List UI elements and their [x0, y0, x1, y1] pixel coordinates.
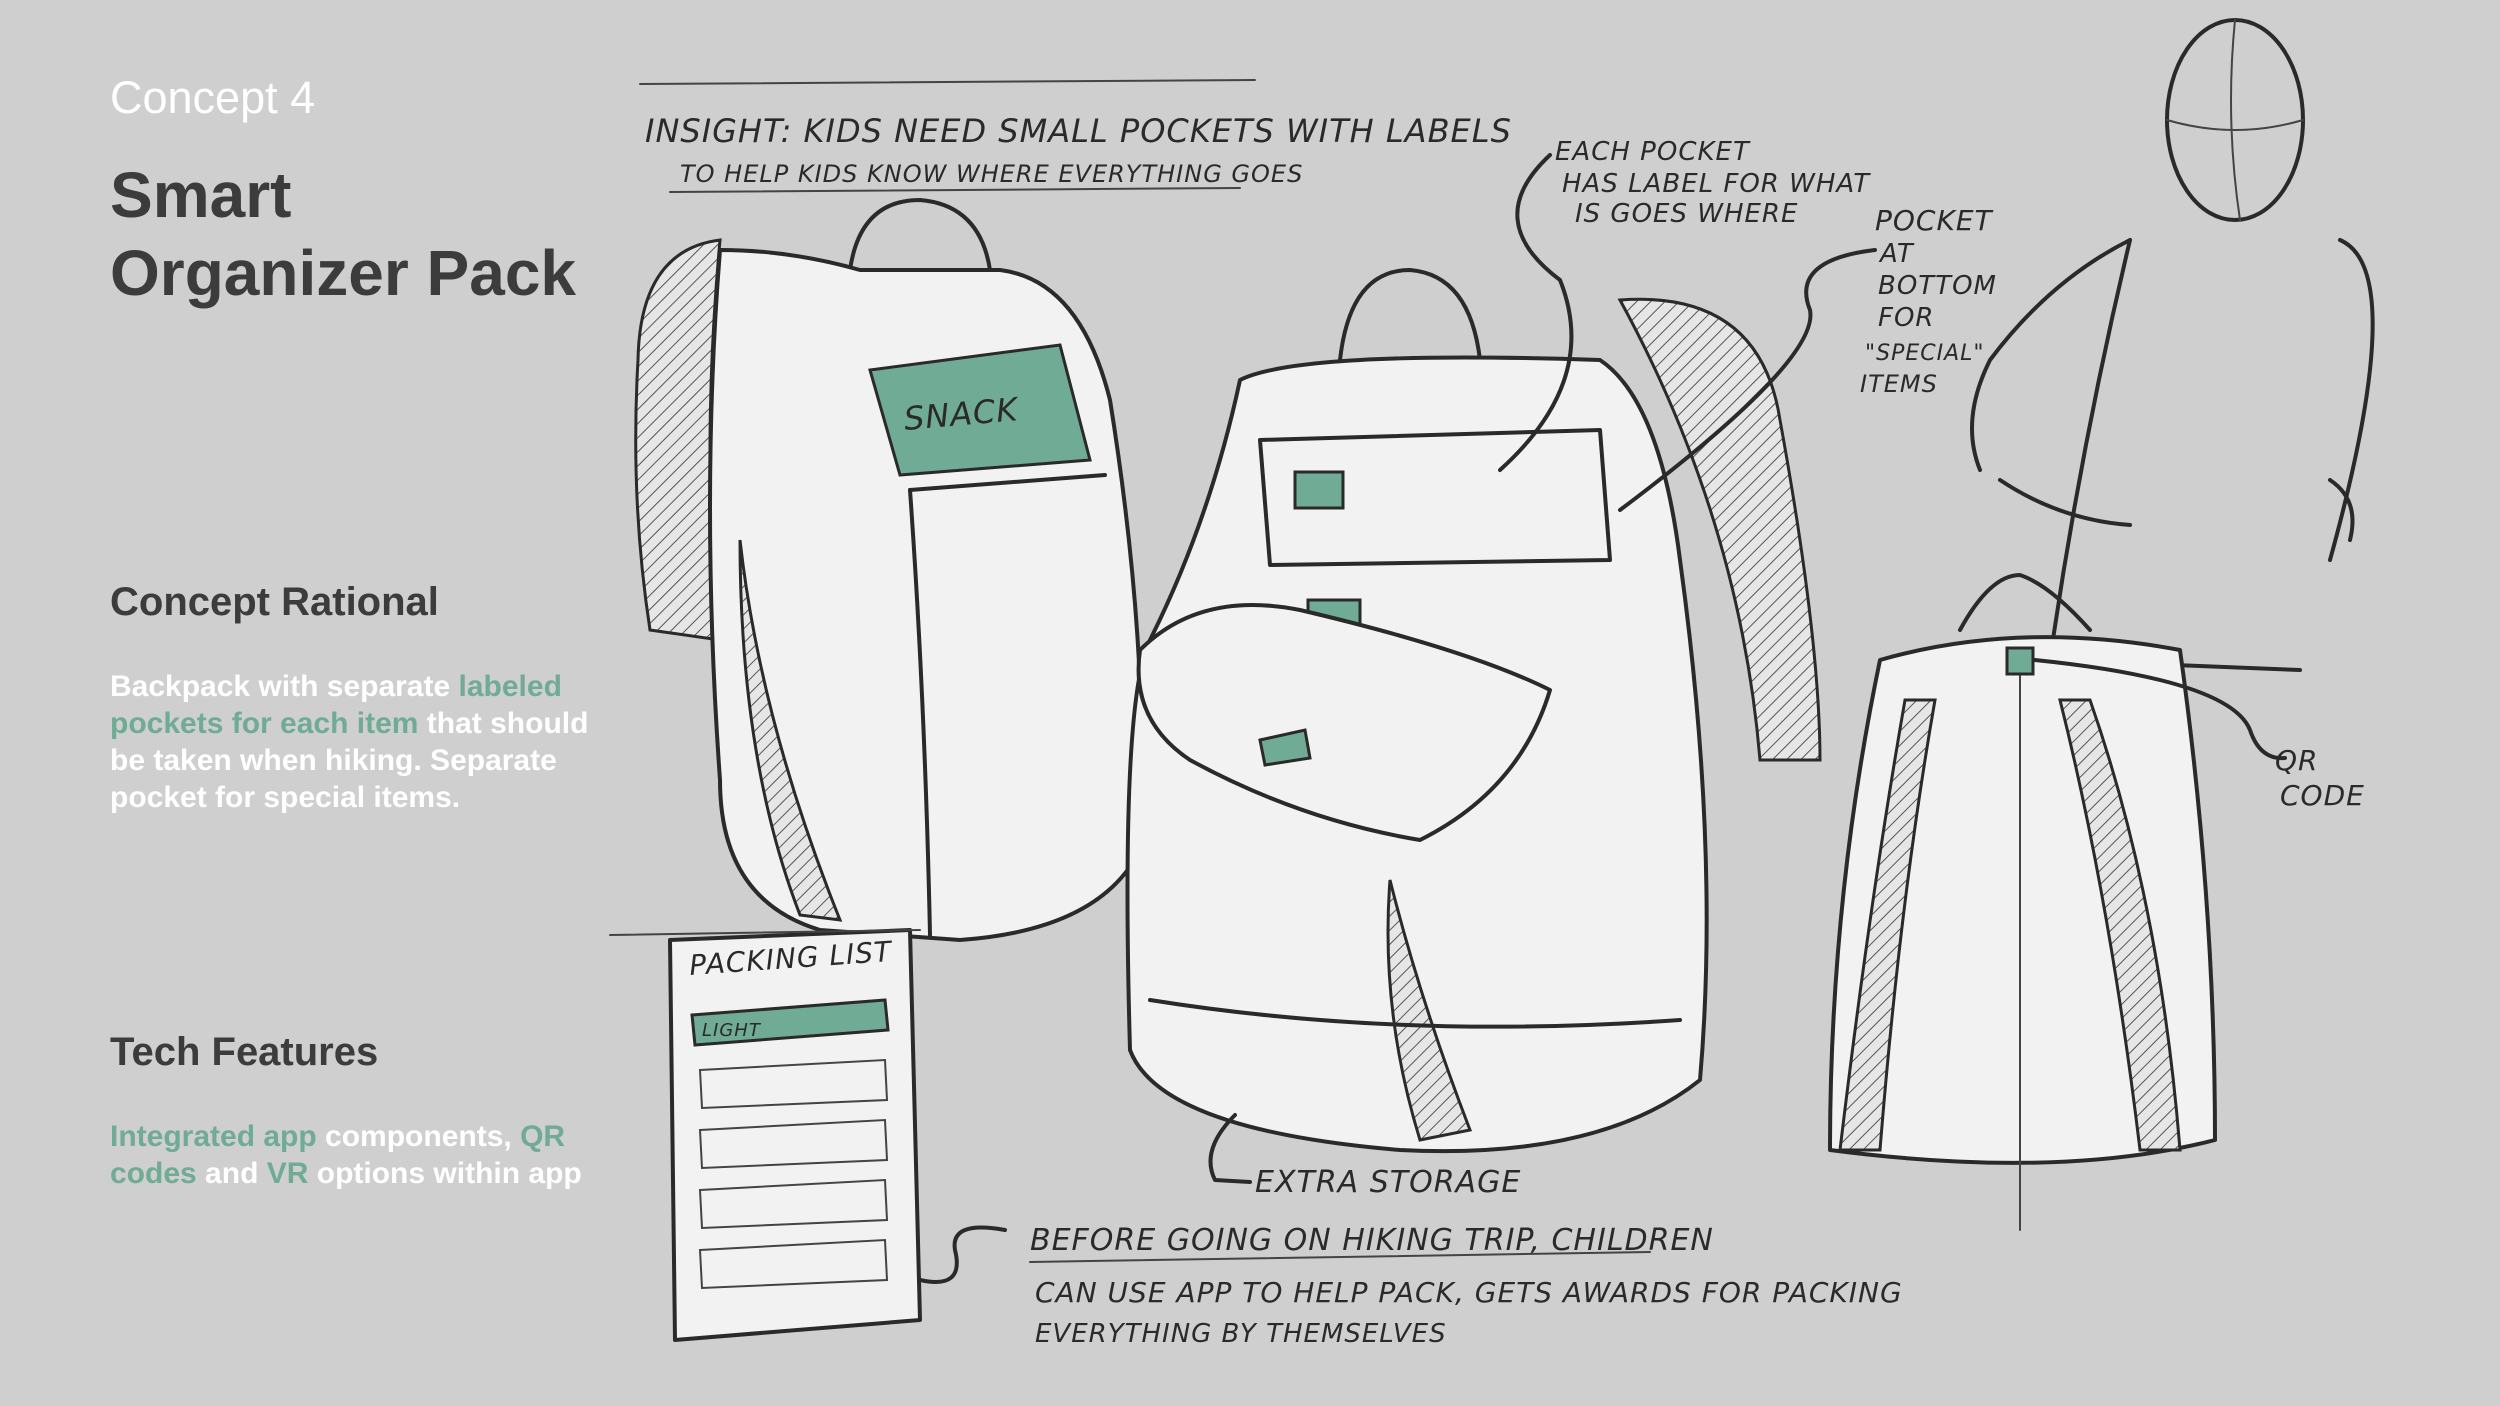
flap-tag [1258, 728, 1312, 767]
each-pocket-line-2: HAS LABEL FOR WHAT [1562, 169, 1871, 199]
kid-figure [1970, 18, 2375, 672]
figure-body [1970, 238, 2375, 672]
left-strap [634, 238, 722, 642]
side-shade [738, 539, 843, 922]
extra-storage-label: EXTRA STORAGE [1255, 1165, 1521, 1200]
title-line-2: Organizer Pack [110, 237, 576, 309]
rational-part-2: that should be taken when hiking. Separa… [110, 707, 589, 814]
figure-arms [1998, 478, 2355, 542]
phone-screen [668, 928, 922, 1342]
open-pack-handle [1338, 268, 1482, 362]
extra-storage-arrow [1208, 1113, 1252, 1184]
before-line-3: EVERYTHING BY THEMSELVES [1035, 1319, 1447, 1349]
back-right-strap [2058, 698, 2182, 1152]
qr-code-patch [2005, 646, 2035, 676]
pocket-seam [908, 488, 932, 937]
bottom-seam [1148, 998, 1682, 1029]
title-line-1: Smart [110, 159, 292, 231]
pocket-bottom-line-2: AT [1878, 239, 1915, 269]
open-flap [1136, 603, 1552, 842]
back-pack-body [1828, 635, 2217, 1165]
tech-highlight-vr: VR [266, 1157, 309, 1190]
tech-highlight-app: Integrated app [110, 1120, 317, 1153]
lower-shade [1386, 879, 1473, 1142]
backpack-back [1828, 573, 2287, 1231]
qr-arrow [2033, 658, 2287, 761]
figure-head [2165, 18, 2305, 222]
concept-number: Concept 4 [110, 72, 316, 123]
rational-heading: Concept Rational [110, 580, 439, 624]
tech-text-2: and [196, 1157, 267, 1190]
list-item-label: LIGHT [702, 1020, 762, 1041]
right-strap [1617, 297, 1822, 762]
tech-text-1: components, [316, 1120, 512, 1153]
tech-text: Integrated app components, QR codes and … [110, 1118, 610, 1192]
page-title: Smart Organizer Pack [110, 156, 630, 312]
back-left-strap [1838, 698, 1937, 1152]
backpack-open [1125, 268, 1822, 1154]
list-item-highlight [690, 998, 890, 1047]
top-handle [848, 198, 992, 272]
back-handle [1958, 573, 2092, 632]
rational-part-1: Backpack with separate [110, 670, 451, 703]
pocket-bottom-line-6: ITEMS [1860, 370, 1938, 398]
rational-highlight: labeled pockets for each item [110, 670, 562, 740]
each-pocket-arrow [1498, 153, 1574, 472]
pocket-bottom-line-3: BOTTOM [1878, 271, 1997, 301]
pocket-bottom-arrow [1618, 248, 1877, 512]
insight-line-1: INSIGHT: KIDS NEED SMALL POCKETS WITH LA… [645, 112, 1512, 150]
pocket-zip [908, 473, 1107, 492]
pocket-bottom-line-1: POCKET [1875, 204, 1994, 237]
qr-line-1: QR [2275, 744, 2319, 777]
pocket-bottom-line-5: "SPECIAL" [1865, 341, 1985, 366]
before-line-2: CAN USE APP TO HELP PACK, GETS AWARDS FO… [1035, 1276, 1903, 1309]
rational-text: Backpack with separate labeled pockets f… [110, 668, 610, 816]
packing-list-phone: PACKING LIST LIGHT [609, 928, 922, 1342]
tech-text-3: options within app [308, 1157, 582, 1190]
upper-pocket-tag [1293, 470, 1345, 510]
each-pocket-line-3: IS GOES WHERE [1575, 199, 1798, 229]
insight-rule-bottom [669, 187, 1241, 193]
list-item-rows [698, 1058, 889, 1290]
snack-pocket-label [868, 343, 1092, 477]
pocket-bottom-line-4: FOR [1878, 303, 1935, 333]
tech-highlight-qr: QR codes [110, 1120, 566, 1190]
tech-heading: Tech Features [110, 1030, 379, 1074]
insight-rule-top [639, 79, 1256, 85]
insight-line-2: TO HELP KIDS KNOW WHERE EVERYTHING GOES [680, 160, 1303, 188]
head-guides [2166, 19, 2304, 221]
upper-pocket [1258, 428, 1612, 567]
before-underline [1029, 1251, 1651, 1263]
phone-top-rule [609, 929, 921, 936]
before-arrow [918, 1225, 1007, 1284]
each-pocket-line-1: EACH POCKET [1555, 137, 1751, 167]
backpack-sketch: INSIGHT: KIDS NEED SMALL POCKETS WITH LA… [609, 18, 2375, 1349]
backpack-front: SNACK [634, 198, 1144, 942]
qr-line-2: CODE [2280, 779, 2365, 812]
